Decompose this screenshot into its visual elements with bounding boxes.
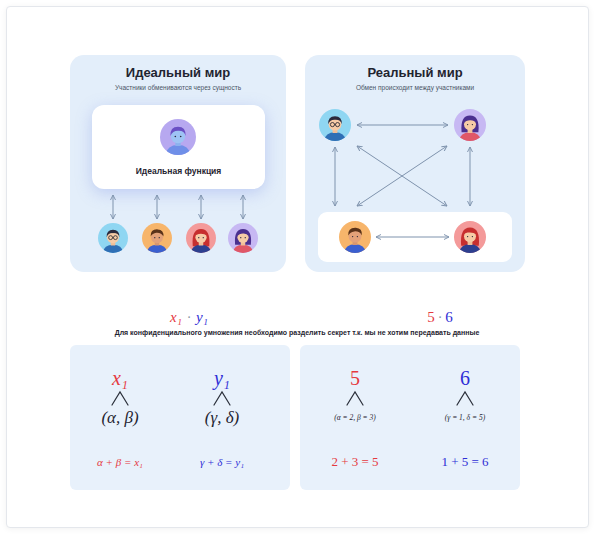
panel-title: Идеальный мир xyxy=(126,66,230,81)
exchange-arrows xyxy=(335,125,470,237)
panel-title: Реальный мир xyxy=(367,66,462,81)
participant-avatar xyxy=(319,109,351,141)
participant-avatar xyxy=(142,223,172,253)
participant-avatar xyxy=(186,223,216,253)
split-fork xyxy=(112,392,473,405)
share-pair: (α = 2, β = 3) xyxy=(334,414,376,423)
formula-panel: x₁ y₁ (α, β) (γ, δ) α + β = x₁ γ + δ = y₁ xyxy=(70,345,290,490)
panel-subtitle: Обмен происходит между участниками xyxy=(356,84,474,91)
formula-value: 5 xyxy=(427,309,435,326)
participant-avatar xyxy=(454,221,486,253)
ideal-avatar xyxy=(160,119,196,155)
formula-panel: 5 6 (α = 2, β = 3) (γ = 1, δ = 5) 2 + 3 = 5 1… xyxy=(300,345,520,490)
world-panel: Реальный мирОбмен происходит между участ… xyxy=(305,55,525,272)
share-pair: (γ, δ) xyxy=(205,408,239,428)
participant-avatar xyxy=(339,221,371,253)
share-pair: (α, β) xyxy=(101,408,138,428)
formula-symbol: y₁ xyxy=(196,309,208,326)
note-text: Для конфиденциального умножения необходи… xyxy=(37,329,557,337)
equation: 1 + 5 = 6 xyxy=(441,455,488,470)
box-label: Идеальная функция xyxy=(136,167,222,177)
share-pair: (γ = 1, δ = 5) xyxy=(445,414,485,423)
highlight-band xyxy=(318,212,512,262)
participant-avatar xyxy=(98,223,128,253)
exchange-arrows xyxy=(113,195,243,219)
equation: γ + δ = y₁ xyxy=(200,456,244,469)
panel-subtitle: Участники обмениваются через сущность xyxy=(115,84,241,91)
secret-value: 6 xyxy=(460,367,470,390)
formula-value: 6 xyxy=(445,309,453,326)
secret-symbol: y₁ xyxy=(214,367,230,390)
secret-value: 5 xyxy=(350,367,360,390)
formula-operator: · xyxy=(187,310,192,326)
participant-avatar xyxy=(454,109,486,141)
world-panel: Идеальный мирУчастники обмениваются чере… xyxy=(70,55,286,272)
function-box: Идеальная функция xyxy=(92,105,265,189)
equation: α + β = x₁ xyxy=(97,456,143,469)
formula-symbol: x₁ xyxy=(170,309,182,326)
equation: 2 + 3 = 5 xyxy=(331,455,378,470)
secret-symbol: x₁ xyxy=(112,367,128,390)
participant-avatar xyxy=(228,223,258,253)
formula-operator: · xyxy=(438,310,443,326)
